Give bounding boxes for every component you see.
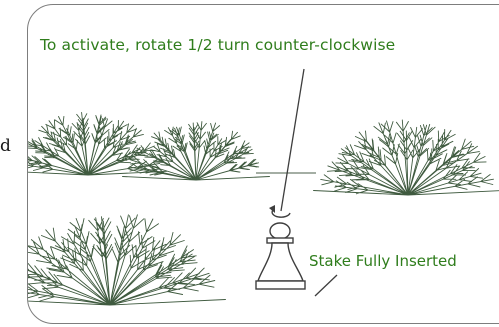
shrub-center-top <box>122 121 270 181</box>
pointer-line-activate <box>280 68 305 212</box>
diagram-panel: To activate, rotate 1/2 turn counter-clo… <box>27 4 499 324</box>
shrub-left-bottom <box>28 214 226 306</box>
shrub-right <box>313 119 499 196</box>
activate-instruction-label: To activate, rotate 1/2 turn counter-clo… <box>40 36 396 54</box>
clipped-side-text: d <box>0 136 11 156</box>
shrub-left-top <box>28 112 168 176</box>
trees-layer <box>28 112 499 306</box>
counter-clockwise-arrow-icon <box>269 205 291 218</box>
panel-artwork <box>28 68 499 306</box>
stake-icon <box>255 222 306 290</box>
stake-inserted-label: Stake Fully Inserted <box>309 252 457 270</box>
pointer-line-stake <box>314 274 338 297</box>
